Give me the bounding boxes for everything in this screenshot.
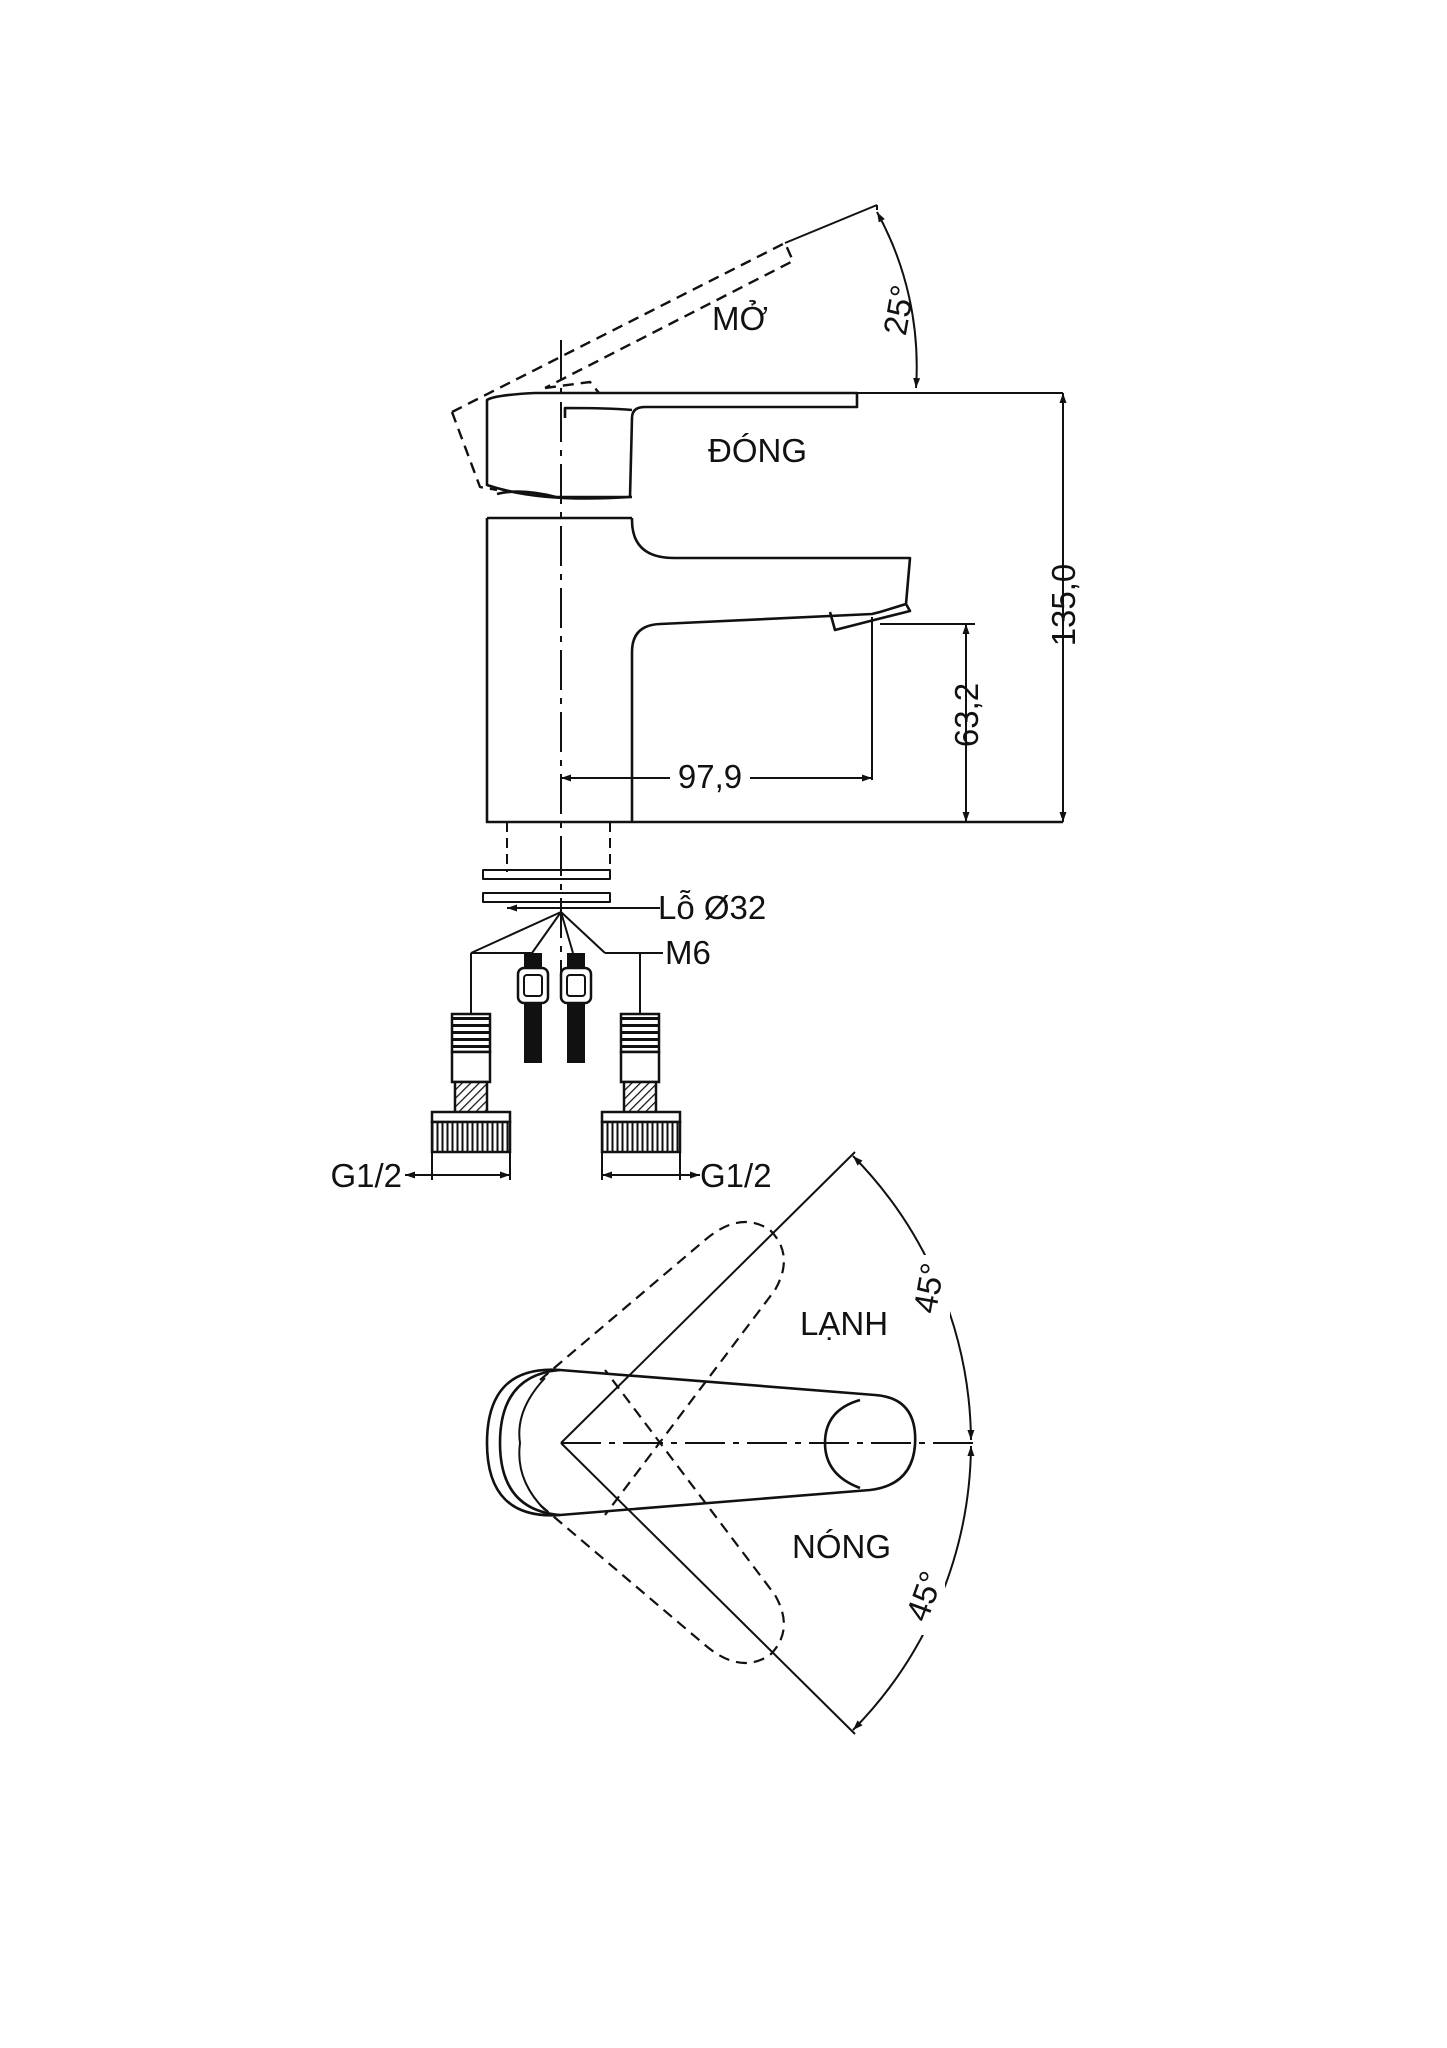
lever-top-inner xyxy=(498,1368,561,1517)
dim-rotation-cold: 45° xyxy=(906,1260,951,1316)
label-hot: NÓNG xyxy=(792,1528,891,1565)
tilt-arc xyxy=(876,211,921,389)
lever-open-dashed xyxy=(450,241,795,492)
lever-closed xyxy=(485,391,859,500)
dim-rotation-cold-group: 45° xyxy=(906,1255,951,1325)
inlet-dimensions xyxy=(405,1152,700,1180)
faucet-body-outline xyxy=(485,518,1063,824)
dim-inlet-right: G1/2 xyxy=(700,1157,772,1194)
dim-stud-thread: M6 xyxy=(665,934,711,971)
lever-hot-dashed xyxy=(539,1369,785,1665)
washer-upper xyxy=(482,869,611,880)
side-view xyxy=(450,204,1067,1014)
dim-total-height: 135,0 xyxy=(1045,564,1082,647)
label-closed: ĐÓNG xyxy=(708,432,807,469)
aerator xyxy=(828,603,912,632)
faucet-body-top xyxy=(487,490,632,520)
dim-rotation-hot-group: 45° xyxy=(898,1565,950,1635)
label-cold: LẠNH xyxy=(800,1305,888,1342)
dim-mount-hole: Lỗ Ø32 xyxy=(658,889,766,926)
lever-cold-dashed xyxy=(539,1220,785,1516)
inlet-hose-right xyxy=(600,1012,682,1154)
dim-lever-tilt: 25° xyxy=(876,282,921,338)
shank-dashed xyxy=(506,822,611,872)
mounting-studs xyxy=(516,953,593,1063)
dim-spout-height: 63,2 xyxy=(948,683,985,747)
dim-spout-reach-group: 97,9 xyxy=(670,755,750,795)
stud-leaders xyxy=(470,911,663,954)
inlet-hose-left xyxy=(430,1012,512,1154)
top-view xyxy=(485,1151,975,1735)
dim-spout-reach: 97,9 xyxy=(678,758,742,795)
label-open: MỞ xyxy=(712,300,768,337)
dim-inlet-left: G1/2 xyxy=(330,1157,402,1194)
washer-lower xyxy=(482,892,611,903)
hose-lines xyxy=(470,952,641,1014)
